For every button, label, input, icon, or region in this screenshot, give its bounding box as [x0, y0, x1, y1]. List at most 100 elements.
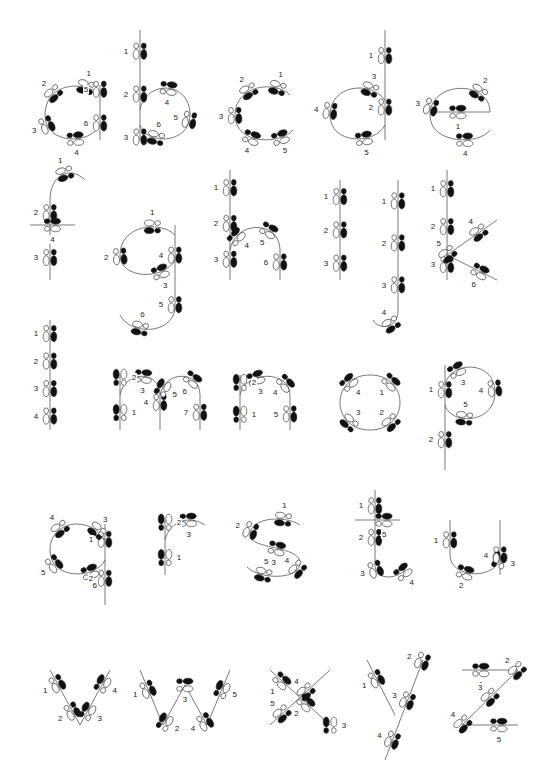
- step-number: 3: [139, 386, 145, 395]
- step-number: 2: [379, 408, 385, 417]
- footprint-pair: [283, 406, 297, 422]
- footprint-pair: [67, 131, 84, 146]
- shoe-heel: [153, 274, 160, 280]
- footprint-pair: [93, 115, 107, 131]
- shoe-toe: [495, 386, 502, 397]
- shoe-heel: [44, 205, 49, 211]
- shoe-heel: [121, 380, 126, 386]
- shoe-heel: [44, 226, 50, 231]
- shoe-heel: [300, 564, 307, 571]
- shoe-heel: [520, 666, 527, 673]
- step-number: 1: [281, 501, 287, 510]
- step-number: 3: [323, 259, 329, 268]
- shoe-toe: [368, 536, 374, 546]
- shoe-heel: [176, 297, 181, 303]
- shoe-heel: [386, 372, 393, 379]
- shoe-toe: [148, 130, 159, 138]
- footprint-pair: [333, 222, 347, 238]
- shoe-toe: [275, 512, 286, 519]
- letter-r: [158, 513, 205, 575]
- shoe-toe: [291, 412, 297, 422]
- letter-z: [452, 660, 528, 735]
- footprint-pair: [367, 668, 387, 689]
- shoe-toe: [106, 538, 112, 548]
- step-number: 3: [381, 281, 387, 290]
- shoe-heel: [248, 82, 255, 89]
- shoe-toe: [166, 549, 172, 559]
- shoe-heel: [268, 548, 275, 554]
- shoe-toe: [43, 359, 49, 369]
- shoe-heel: [106, 531, 111, 537]
- shoe-toe: [133, 92, 139, 102]
- shoe-toe: [376, 504, 382, 514]
- shoe-heel: [446, 432, 451, 438]
- step-number: 4: [462, 149, 468, 158]
- shoe-toe: [51, 218, 61, 224]
- step-number: 2: [131, 373, 137, 382]
- shoe-toe: [368, 504, 374, 514]
- step-number: 1: [358, 501, 364, 510]
- shoe-heel: [94, 115, 99, 121]
- step-number: 1: [323, 192, 329, 201]
- shoe-toe: [144, 220, 154, 226]
- shoe-toe: [430, 106, 439, 117]
- shoe-toe: [413, 657, 422, 668]
- shoe-heel: [51, 380, 56, 386]
- shoe-toe: [405, 699, 414, 710]
- shoe-toe: [43, 256, 49, 266]
- shoe-heel: [85, 714, 92, 721]
- footprint-pair: [233, 406, 247, 422]
- step-number: 3: [430, 260, 436, 269]
- shoe-toe: [43, 414, 49, 424]
- step-number: 1: [368, 51, 374, 60]
- step-number: 5: [269, 699, 275, 708]
- step-number: 3: [218, 112, 224, 121]
- step-number: 2: [103, 253, 109, 262]
- shoe-toe: [55, 167, 66, 176]
- shoe-heel: [441, 218, 446, 224]
- shoe-toe: [158, 514, 164, 524]
- step-number: 4: [293, 677, 299, 686]
- step-number: 4: [112, 686, 118, 695]
- step-number: 2: [251, 378, 257, 387]
- shoe-heel: [324, 102, 329, 108]
- shoe-toe: [456, 105, 466, 111]
- shoe-heel: [101, 115, 106, 121]
- footprint-pair: [76, 79, 95, 96]
- shoe-heel: [160, 391, 167, 398]
- shoe-toe: [381, 318, 393, 328]
- footprint-pair: [44, 553, 65, 574]
- shoe-toe: [341, 261, 347, 271]
- shoe-toe: [399, 241, 405, 251]
- step-number: 3: [391, 691, 397, 700]
- footprint-pair: [268, 79, 287, 96]
- shoe-toe: [270, 79, 281, 87]
- shoe-heel: [374, 559, 380, 566]
- shoe-toe: [238, 84, 250, 94]
- step-number: 6: [156, 120, 162, 129]
- shoe-heel: [78, 711, 85, 718]
- shoe-heel: [134, 86, 139, 92]
- shoe-toe: [463, 140, 473, 146]
- footprint-pair: [438, 432, 452, 448]
- shoe-heel: [68, 173, 75, 179]
- shoe-heel: [495, 380, 500, 386]
- footprint-pair: [158, 514, 172, 530]
- shoe-heel: [373, 84, 380, 90]
- footprint-pair: [378, 99, 392, 115]
- step-number: 2: [234, 521, 240, 530]
- shoe-heel: [448, 181, 453, 187]
- step-number: 4: [450, 710, 456, 719]
- shoe-heel: [341, 188, 346, 194]
- step-number: 3: [415, 99, 421, 108]
- letter-u: [443, 520, 508, 581]
- shoe-toe: [113, 255, 120, 265]
- shoe-heel: [444, 532, 449, 538]
- shoe-heel: [277, 671, 284, 678]
- footprint-pair: [367, 559, 385, 579]
- shoe-toe: [141, 135, 147, 145]
- shoe-toe: [158, 549, 164, 559]
- footprint-pair: [333, 188, 347, 204]
- step-number: 1: [428, 385, 434, 394]
- shoe-toe: [148, 685, 157, 697]
